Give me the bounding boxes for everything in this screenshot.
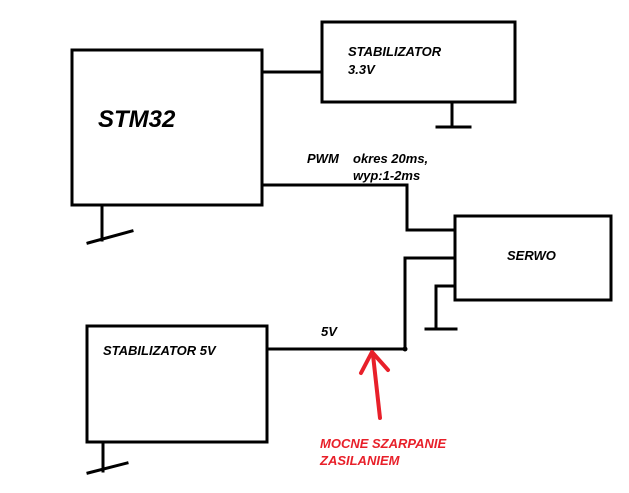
junction-dot [402,346,408,352]
v5-label: 5V [321,324,338,339]
pwm-note-line2: wyp:1-2ms [353,168,420,183]
stm32-block [70,48,264,207]
stm32-label: STM32 [98,106,176,133]
stm32-ground-bar [86,229,134,245]
pwm-note-line1: okres 20ms, [353,151,428,166]
red-arrow-head [359,350,390,375]
stab33-label-line2: 3.3V [348,62,376,77]
red-arrow-shaft [371,353,382,420]
stabilizator-33-block [320,20,517,104]
serwo-label: SERWO [507,248,556,263]
annotation-line2: ZASILANIEM [319,453,401,468]
annotation-line1: MOCNE SZARPANIE [320,436,446,451]
stabilizator-5v-block [85,324,269,444]
wire-pwm [260,183,457,232]
wire-5v [265,256,457,351]
stab5-label: STABILIZATOR 5V [103,343,217,358]
pwm-label: PWM [307,151,340,166]
stab5-ground-bar [86,461,129,475]
stab33-label-line1: STABILIZATOR [348,44,442,59]
